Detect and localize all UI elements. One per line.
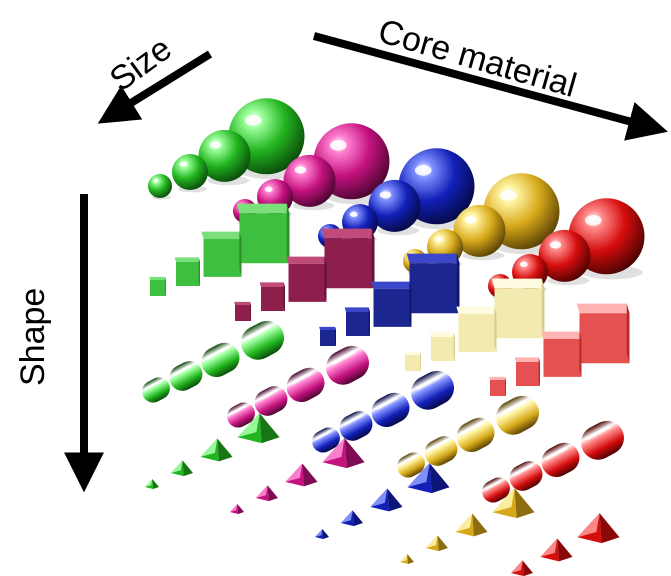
cube-red-small — [489, 376, 506, 396]
pyramid-magenta-small — [230, 503, 244, 514]
cube-green-large — [201, 231, 242, 277]
cube-blue-x-large — [406, 253, 460, 314]
capsule-green-large — [201, 342, 240, 378]
capsule-gold-large — [456, 417, 495, 453]
capsule-red-small — [482, 477, 510, 503]
pyramid-red-medium — [511, 560, 533, 576]
pyramid-gold-x-large — [492, 488, 535, 519]
sphere-green-large — [198, 129, 251, 186]
cube-gold-medium — [429, 332, 455, 361]
sphere-green-medium — [172, 154, 208, 193]
pyramid-green-small — [145, 478, 159, 489]
capsule-gold-x-large — [495, 395, 540, 435]
capsule-magenta-x-large — [325, 345, 370, 385]
pyramid-blue-medium — [341, 510, 363, 527]
cube-magenta-x-large — [321, 228, 375, 289]
cube-magenta-large — [286, 256, 327, 302]
sphere-red-large — [538, 229, 591, 286]
capsule-magenta-small — [227, 402, 255, 428]
capsule-blue-small — [312, 427, 340, 453]
pyramid-magenta-large — [285, 463, 318, 487]
capsule-green-x-large — [240, 320, 285, 360]
pyramid-gold-small — [400, 553, 414, 564]
cube-green-x-large — [236, 203, 290, 264]
cube-gold-large — [456, 306, 497, 352]
shape-label: Shape — [14, 287, 52, 386]
capsule-blue-large — [371, 392, 410, 428]
cube-magenta-medium — [259, 282, 285, 311]
capsule-green-medium — [169, 361, 203, 391]
size-arrow — [97, 50, 213, 124]
sphere-gold-large — [453, 204, 506, 261]
core-material-arrow — [312, 32, 668, 141]
capsule-magenta-medium — [254, 386, 288, 416]
cube-red-large — [541, 331, 582, 377]
cube-red-x-large — [576, 303, 630, 364]
capsule-red-large — [541, 442, 580, 478]
sphere-green-small — [148, 174, 172, 200]
pyramid-blue-large — [370, 488, 403, 512]
capsule-red-x-large — [580, 420, 625, 460]
pyramid-red-x-large — [577, 513, 620, 544]
capsule-red-medium — [509, 461, 543, 491]
pyramid-blue-small — [315, 528, 329, 539]
pyramid-magenta-medium — [256, 485, 278, 502]
cube-gold-x-large — [491, 278, 545, 339]
pyramid-magenta-x-large — [322, 438, 365, 469]
pyramid-green-x-large — [237, 413, 280, 444]
cube-gold-small — [404, 351, 421, 371]
cube-blue-small — [319, 326, 336, 346]
capsule-blue-x-large — [410, 370, 455, 410]
pyramid-red-large — [540, 538, 573, 562]
capsule-magenta-large — [286, 367, 325, 403]
capsule-gold-small — [397, 452, 425, 478]
capsule-blue-medium — [339, 411, 373, 441]
pyramid-green-large — [200, 438, 233, 462]
sphere-blue-large — [368, 179, 421, 236]
cube-red-medium — [514, 357, 540, 386]
pyramid-green-medium — [171, 460, 193, 477]
objects-layer — [142, 98, 645, 576]
cube-green-medium — [174, 257, 200, 286]
capsule-gold-medium — [424, 436, 458, 466]
pyramid-gold-medium — [426, 535, 448, 552]
capsule-green-small — [142, 377, 170, 403]
cube-green-small — [149, 276, 166, 296]
sphere-magenta-large — [283, 154, 336, 211]
cube-blue-medium — [344, 307, 370, 336]
cube-magenta-small — [234, 301, 251, 321]
cube-blue-large — [371, 281, 412, 327]
pyramid-gold-large — [455, 513, 488, 537]
pyramid-blue-x-large — [407, 463, 450, 494]
